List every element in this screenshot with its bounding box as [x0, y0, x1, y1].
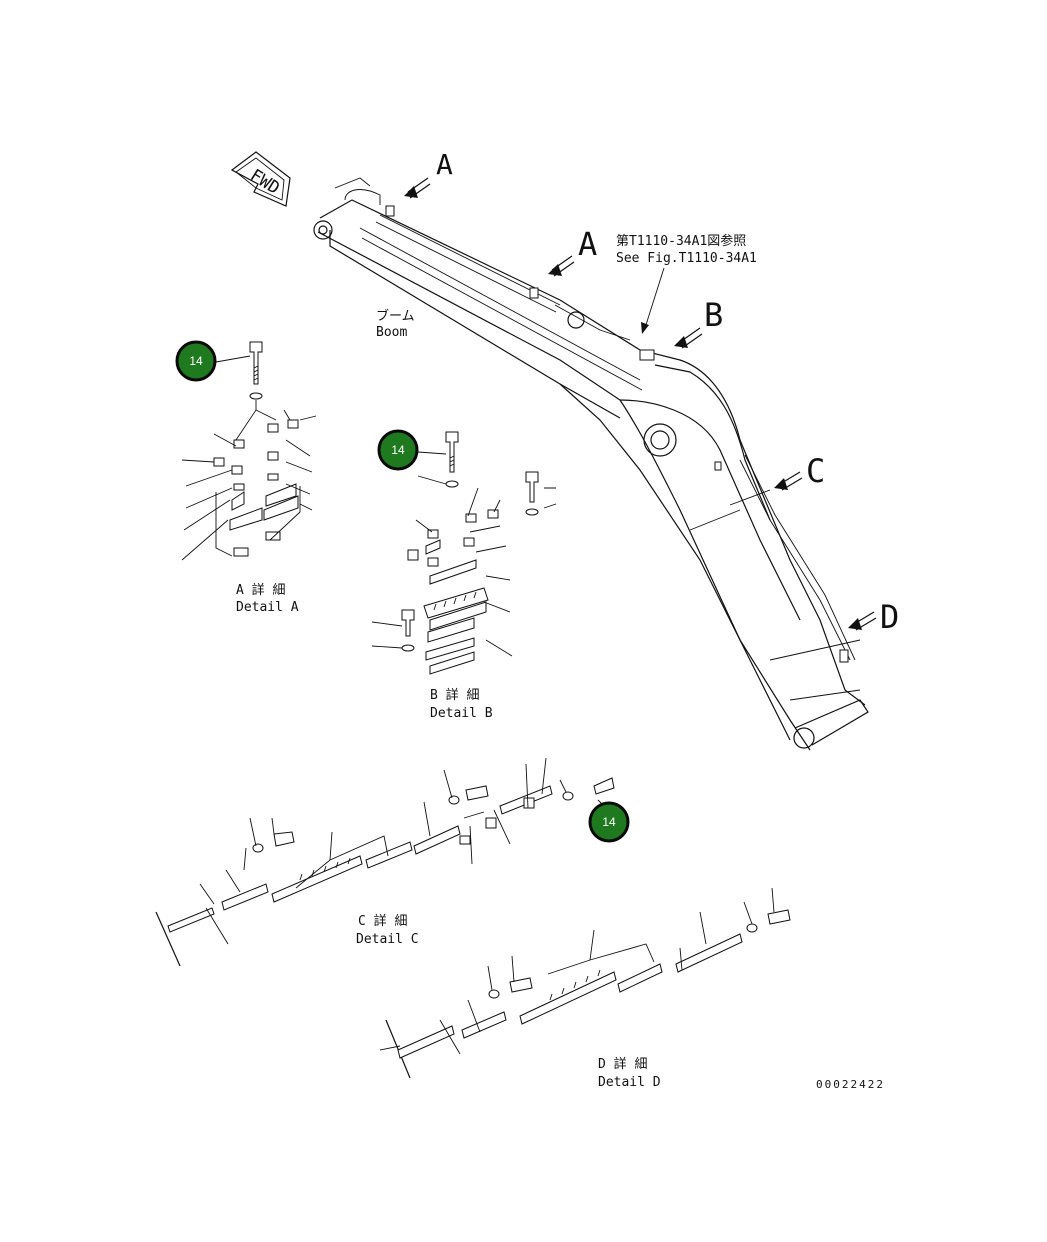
- callout-label: 14: [602, 815, 616, 829]
- reference-note-jp: 第T1110-34A1図参照: [616, 233, 746, 249]
- callout-label: 14: [189, 354, 203, 368]
- detail-b-jp: B 詳 細: [430, 687, 479, 703]
- reference-note-en: See Fig.T1110-34A1: [616, 251, 757, 266]
- fwd-arrow: FWD: [230, 151, 291, 207]
- detail-b: B 詳 細 Detail B: [371, 431, 557, 721]
- view-arrow-c: C: [774, 452, 825, 491]
- detail-a-en: Detail A: [236, 600, 299, 615]
- detail-c: C 詳 細 Detail C: [155, 757, 615, 967]
- boom-drawing: [313, 177, 869, 751]
- detail-a: A 詳 細 Detail A: [181, 341, 317, 615]
- callout-label: 14: [391, 443, 405, 457]
- view-label-d: D: [880, 598, 899, 636]
- view-arrow-a1: A: [404, 148, 453, 199]
- view-arrow-a2: A: [548, 225, 597, 277]
- view-label-a1: A: [436, 148, 453, 181]
- view-arrow-b: B: [674, 296, 723, 349]
- boom-label-jp: ブーム: [376, 308, 415, 324]
- detail-c-jp: C 詳 細: [358, 913, 407, 929]
- detail-a-jp: A 詳 細: [236, 582, 285, 598]
- drawing-number: 00022422: [816, 1078, 885, 1091]
- reference-note: 第T1110-34A1図参照 See Fig.T1110-34A1: [616, 233, 757, 334]
- boom-label: ブーム Boom: [376, 308, 415, 340]
- view-arrow-d: D: [848, 598, 899, 636]
- fwd-label: FWD: [246, 166, 283, 199]
- detail-c-en: Detail C: [356, 932, 419, 947]
- view-label-a2: A: [578, 225, 597, 263]
- view-label-b: B: [704, 296, 723, 334]
- boom-label-en: Boom: [376, 325, 407, 340]
- callout-14-detail-c[interactable]: 14: [588, 799, 630, 843]
- callout-14-detail-a[interactable]: 14: [175, 340, 251, 382]
- callout-14-detail-b[interactable]: 14: [377, 429, 447, 471]
- view-label-c: C: [806, 452, 825, 490]
- detail-d: D 詳 細 Detail D: [379, 887, 791, 1090]
- detail-d-jp: D 詳 細: [598, 1056, 647, 1072]
- detail-b-en: Detail B: [430, 706, 493, 721]
- detail-d-en: Detail D: [598, 1075, 661, 1090]
